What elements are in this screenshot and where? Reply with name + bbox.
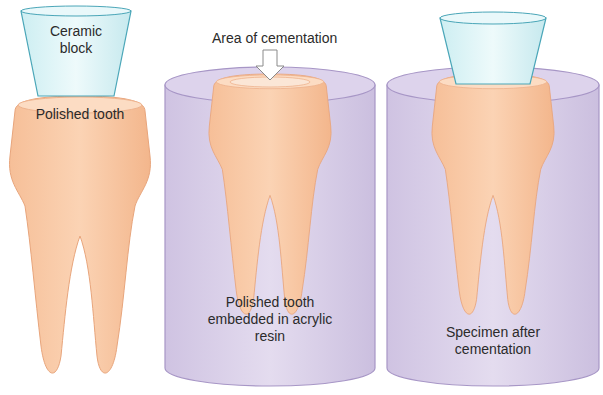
tooth-drawing [432, 74, 554, 314]
pointer-arrow [256, 50, 284, 80]
shape-region: Polished tooth [5, 96, 155, 136]
node-text: Ceramic block [41, 23, 111, 57]
tooth-drawing [209, 74, 331, 314]
shape-region: Specimen after cementation [387, 62, 599, 388]
ceramic-block: Ceramic block [20, 5, 132, 97]
node-text: Polished tooth embedded in acrylic resin [195, 294, 345, 344]
ceramic-block-drawing [440, 18, 546, 84]
tooth-drawing [10, 96, 151, 373]
shape-region: Polished tooth embedded in acrylic resin [165, 62, 375, 388]
node-text: Polished tooth [10, 106, 150, 123]
node-text: Specimen after cementation [428, 324, 558, 358]
callout-label: Area of cementation [212, 30, 337, 47]
